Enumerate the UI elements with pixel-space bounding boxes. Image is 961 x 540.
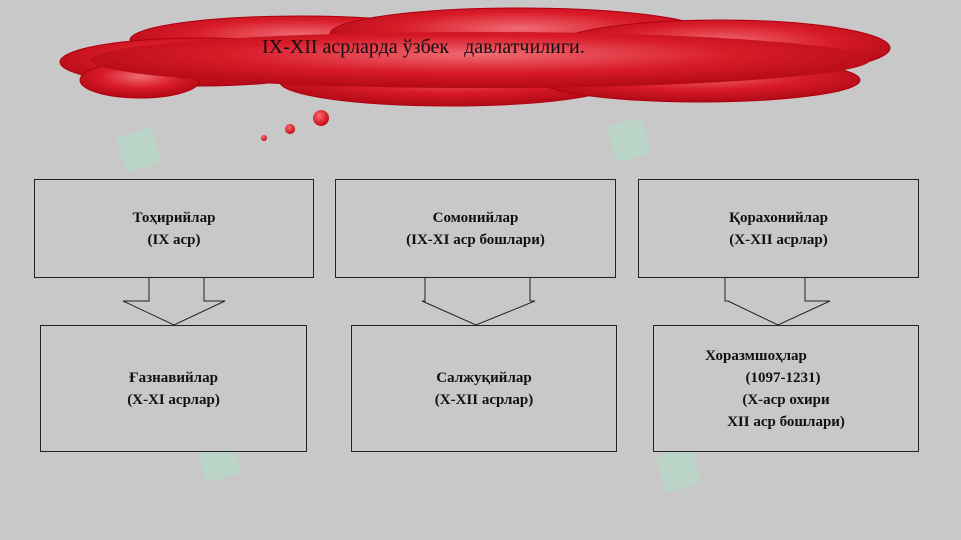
down-arrow-2 bbox=[421, 276, 536, 326]
dynasty-name: Хоразмшоҳлар bbox=[705, 347, 807, 364]
dynasty-box-tahirids: Тоҳирийлар (IX аср) bbox=[34, 179, 314, 278]
dynasty-box-khwarazmshahs: Хоразмшоҳлар (1097-1231) (X-аср охири XI… bbox=[653, 325, 919, 452]
cloud-bubble-medium bbox=[285, 124, 295, 134]
cloud-bubble-large bbox=[313, 110, 329, 126]
dynasty-period: (IX аср) bbox=[147, 231, 201, 248]
dynasty-box-samanids: Сомонийлар (IX-XI аср бошлари) bbox=[335, 179, 616, 278]
dynasty-years: (1097-1231) bbox=[745, 369, 821, 386]
dynasty-box-karakhanids: Қорахонийлар (X-XII асрлар) bbox=[638, 179, 919, 278]
title-cloud bbox=[59, 7, 891, 141]
down-arrow-3 bbox=[724, 276, 831, 326]
dynasty-name: Тоҳирийлар bbox=[132, 209, 216, 226]
dynasty-name: Қорахонийлар bbox=[729, 209, 828, 226]
dynasty-box-seljuks: Салжуқийлар (X-XII асрлар) bbox=[351, 325, 617, 452]
dynasty-period-continued: XII аср бошлари) bbox=[727, 413, 845, 430]
dynasty-period: (X-аср охири bbox=[742, 391, 830, 408]
down-arrow-1 bbox=[122, 276, 226, 326]
dynasty-name: Сомонийлар bbox=[432, 209, 519, 226]
dynasty-name: Ғазнавийлар bbox=[129, 369, 218, 386]
dynasty-period: (X-XII асрлар) bbox=[729, 231, 828, 248]
dynasty-box-ghaznavids: Ғазнавийлар (X-XI асрлар) bbox=[40, 325, 307, 452]
dynasty-period: (X-XI асрлар) bbox=[127, 391, 220, 408]
cloud-bubble-small bbox=[261, 135, 267, 141]
diagram-title: IX-XII асрларда ўзбек давлатчилиги. bbox=[262, 36, 585, 58]
dynasty-period: (IX-XI аср бошлари) bbox=[406, 231, 545, 248]
dynasty-period: (X-XII асрлар) bbox=[434, 391, 534, 408]
dynasty-name: Салжуқийлар bbox=[436, 369, 532, 386]
